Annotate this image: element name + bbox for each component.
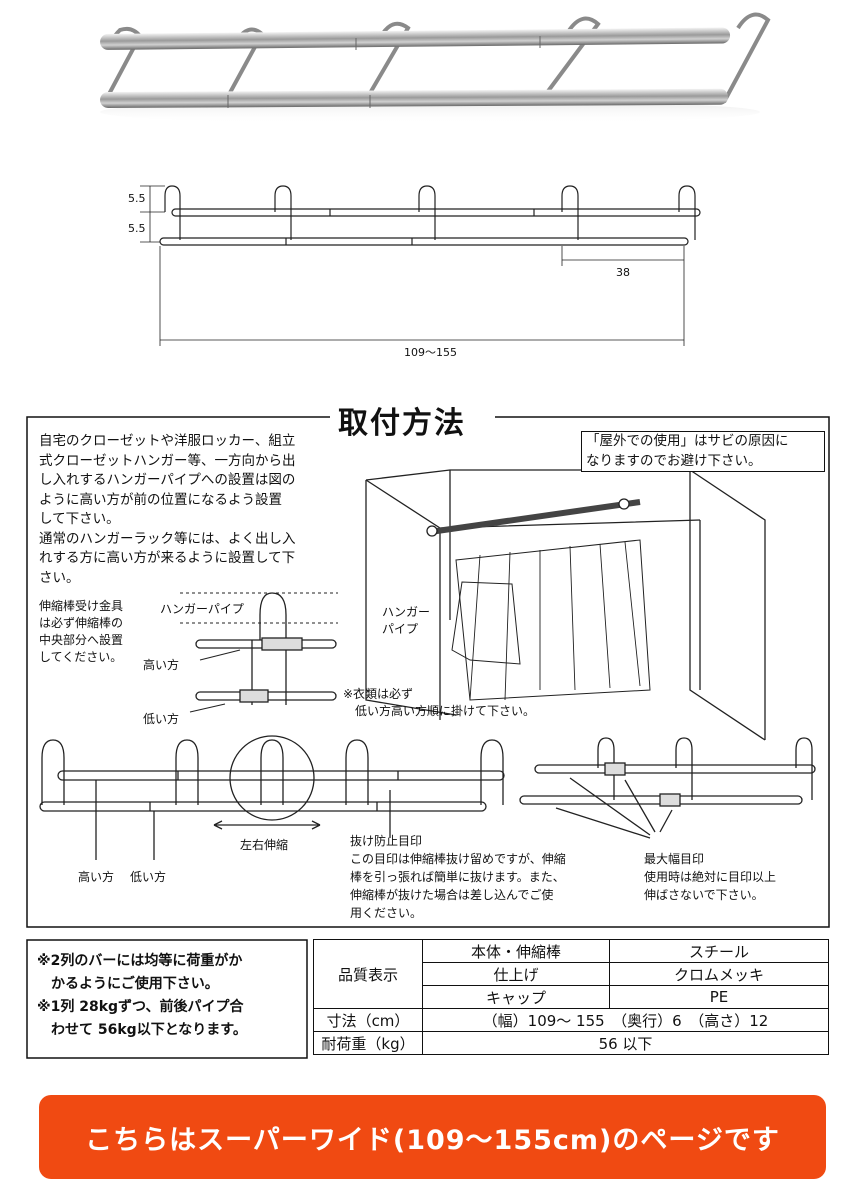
clothes-note: ※衣類は必ず 低い方高い方順に掛けて下さい。 (343, 687, 536, 718)
dimension-drawing (140, 185, 701, 346)
spec-key: キャップ (422, 985, 610, 1009)
hanger-pipe-label: ハンガーパイプ (160, 600, 244, 617)
spec-key: 仕上げ (422, 962, 610, 986)
install-frame (26, 416, 830, 928)
size-label: 寸法（cm） (313, 1008, 423, 1032)
spec-value: PE (609, 985, 829, 1009)
extend-label: 左右伸縮 (240, 838, 289, 852)
page-banner: こちらはスーパーワイド(109〜155cm)のページです (39, 1095, 826, 1179)
stopper-note: 抜け防止目印 この目印は伸縮棒抜け留めですが、伸縮 棒を引っ張れば簡単に抜けます… (350, 834, 566, 920)
size-value: （幅）109～ 155 （奥行）6 （高さ）12 (422, 1008, 829, 1032)
outdoor-note: 「屋外での使用」はサビの原因に なりますのでお避け下さい。 (581, 431, 825, 472)
front-view (39, 735, 505, 860)
spec-key: 本体・伸縮棒 (422, 939, 610, 963)
quality-label: 品質表示 (313, 939, 423, 1009)
load-value: 56 以下 (422, 1031, 829, 1055)
front-low-label: 低い方 (130, 870, 167, 884)
closet-pipe-label: ハンガー パイプ (382, 605, 431, 636)
closet-illustration (365, 469, 766, 741)
load-label: 耐荷重（kg） (313, 1031, 423, 1055)
spec-value: クロムメッキ (609, 962, 829, 986)
max-width-detail (519, 737, 816, 839)
install-instructions: 自宅のクローゼットや洋服ロッカー、組立 式クローゼットハンガー等、一方向から出 … (39, 433, 296, 586)
load-note: ※2列のバーには均等に荷重がか かるようにご使用下さい。 ※1列 28kgずつ、… (37, 953, 247, 1038)
spec-value: スチール (609, 939, 829, 963)
width-range-label: 109～155 (404, 346, 457, 359)
high-side-label: 高い方 (143, 658, 180, 672)
spec-table: 品質表示 本体・伸縮棒 スチール 仕上げ クロムメッキ キャップ PE 寸法（c… (313, 939, 829, 1055)
load-note-frame (26, 939, 308, 1059)
height-upper-label: 5.5 (128, 192, 146, 205)
max-width-note: 最大幅目印 使用時は絶対に目印以上 伸ばさないで下さい。 (644, 852, 777, 902)
product-photo (100, 12, 771, 124)
low-side-label: 低い方 (143, 712, 180, 726)
height-lower-label: 5.5 (128, 222, 146, 235)
hook-detail (180, 592, 338, 713)
bracket-note: 伸縮棒受け金具 は必ず伸縮棒の 中央部分へ設置 してください。 (39, 599, 124, 664)
pitch-label: 38 (616, 266, 630, 279)
front-high-label: 高い方 (78, 870, 115, 884)
install-title: 取付方法 (330, 398, 474, 442)
